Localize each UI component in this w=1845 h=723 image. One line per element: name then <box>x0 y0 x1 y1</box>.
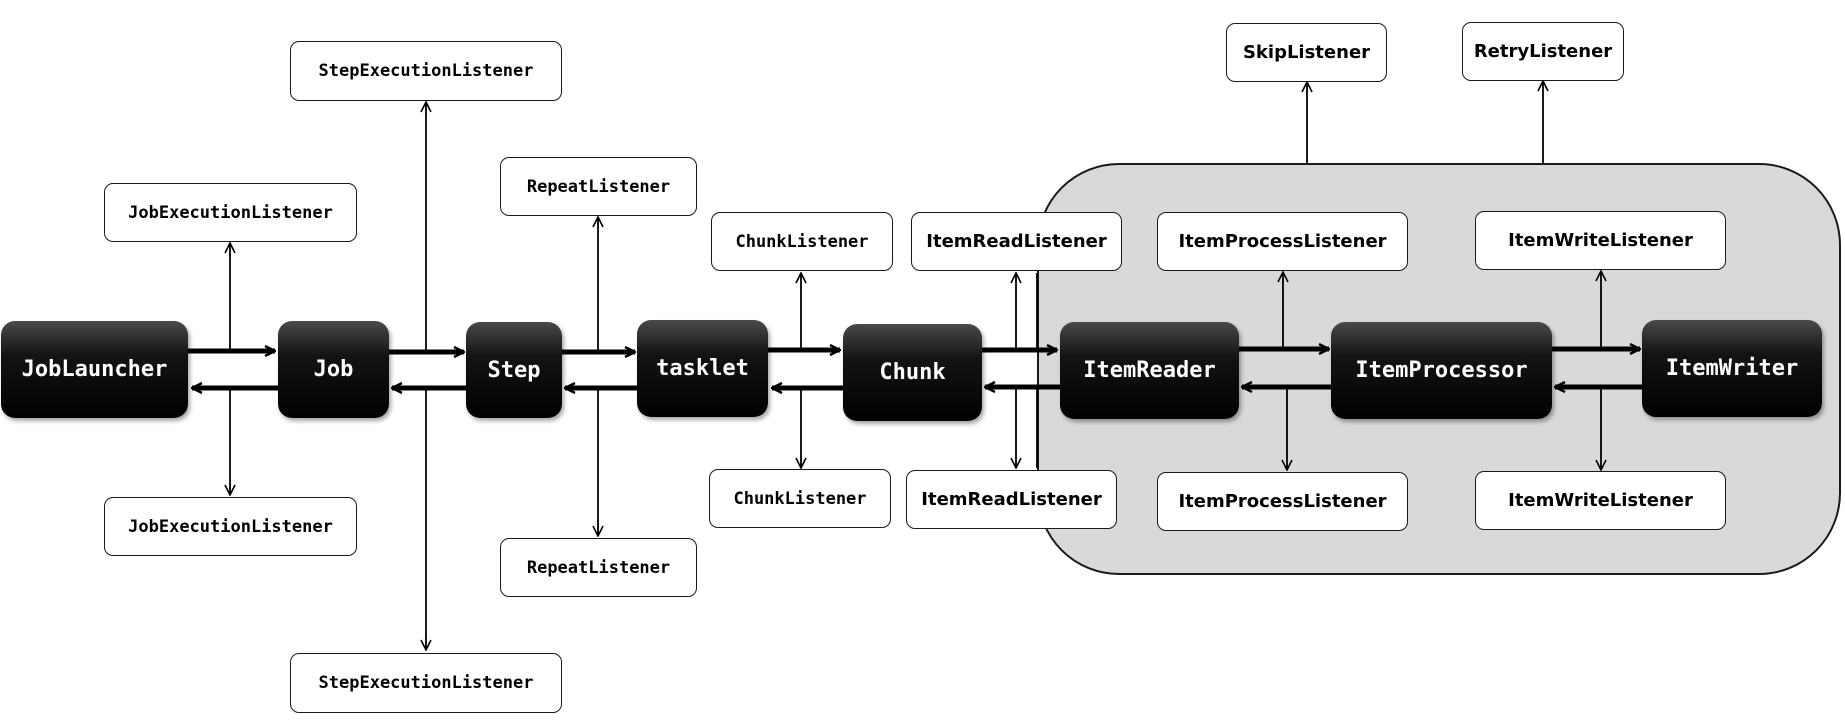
chunk-listener-bottom: ChunkListener <box>709 469 891 528</box>
repeat-listener-bottom: RepeatListener <box>500 538 697 597</box>
item-write-listener-top: ItemWriteListener <box>1475 211 1726 270</box>
chunk-listener-top: ChunkListener <box>711 212 893 271</box>
forward-flow-arrows <box>188 349 1640 352</box>
item-read-listener-bottom: ItemReadListener <box>906 470 1117 529</box>
item-process-listener-bottom: ItemProcessListener <box>1157 472 1408 531</box>
item-processor-node: ItemProcessor <box>1331 322 1552 419</box>
return-flow-arrows <box>192 387 1642 388</box>
step-execution-listener-top: StepExecutionListener <box>290 41 562 101</box>
retry-listener: RetryListener <box>1462 22 1624 81</box>
chunk-node: Chunk <box>843 324 982 421</box>
tasklet-node: tasklet <box>637 320 768 417</box>
job-node: Job <box>278 321 389 418</box>
listener-arrows <box>230 81 1601 650</box>
item-read-listener-top: ItemReadListener <box>911 212 1122 271</box>
item-writer-node: ItemWriter <box>1642 320 1822 417</box>
skip-listener: SkipListener <box>1226 23 1387 82</box>
job-execution-listener-bottom: JobExecutionListener <box>104 497 357 556</box>
item-process-listener-top: ItemProcessListener <box>1157 212 1408 271</box>
step-execution-listener-bottom: StepExecutionListener <box>290 653 562 713</box>
item-write-listener-bottom: ItemWriteListener <box>1475 471 1726 530</box>
job-execution-listener-top: JobExecutionListener <box>104 183 357 242</box>
step-node: Step <box>466 322 562 418</box>
job-launcher-node: JobLauncher <box>1 321 188 418</box>
repeat-listener-top: RepeatListener <box>500 157 697 216</box>
item-reader-node: ItemReader <box>1060 322 1239 419</box>
